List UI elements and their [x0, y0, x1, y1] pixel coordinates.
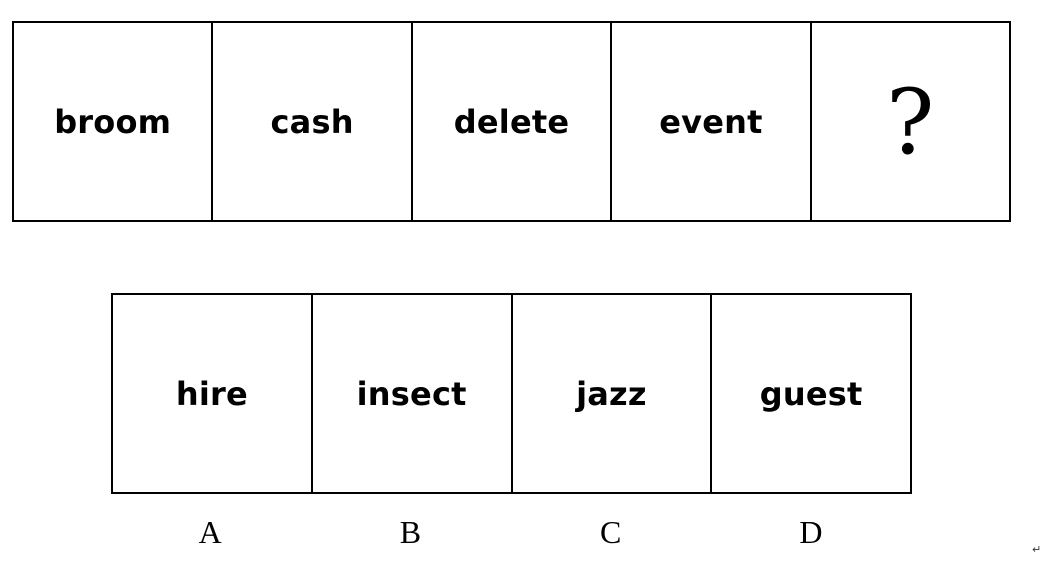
option-d[interactable]: guest	[712, 295, 910, 492]
paragraph-mark-icon: ↵	[1032, 543, 1042, 556]
option-label-c: C	[599, 514, 622, 550]
sequence-cell-unknown: ?	[812, 23, 1009, 220]
sequence-cell-2: cash	[213, 23, 413, 220]
option-word: hire	[175, 374, 248, 413]
question-mark: ?	[886, 69, 935, 175]
option-label-b: B	[399, 514, 422, 550]
sequence-cell-4: event	[612, 23, 812, 220]
option-a[interactable]: hire	[113, 295, 313, 492]
sequence-cell-1: broom	[14, 23, 214, 220]
option-word: insect	[356, 374, 467, 413]
sequence-row: broom cash delete event ?	[12, 21, 1011, 222]
option-b[interactable]: insect	[313, 295, 513, 492]
sequence-word: cash	[270, 102, 354, 141]
option-c[interactable]: jazz	[513, 295, 713, 492]
sequence-word: delete	[453, 102, 570, 141]
option-label-d: D	[799, 514, 823, 550]
option-word: guest	[759, 374, 863, 413]
sequence-word: broom	[54, 102, 172, 141]
sequence-cell-3: delete	[413, 23, 613, 220]
option-label-a: A	[198, 514, 222, 550]
sequence-word: event	[659, 102, 763, 141]
option-labels: A B C D	[111, 512, 912, 552]
options-row: hire insect jazz guest	[111, 293, 912, 494]
option-word: jazz	[576, 374, 647, 413]
